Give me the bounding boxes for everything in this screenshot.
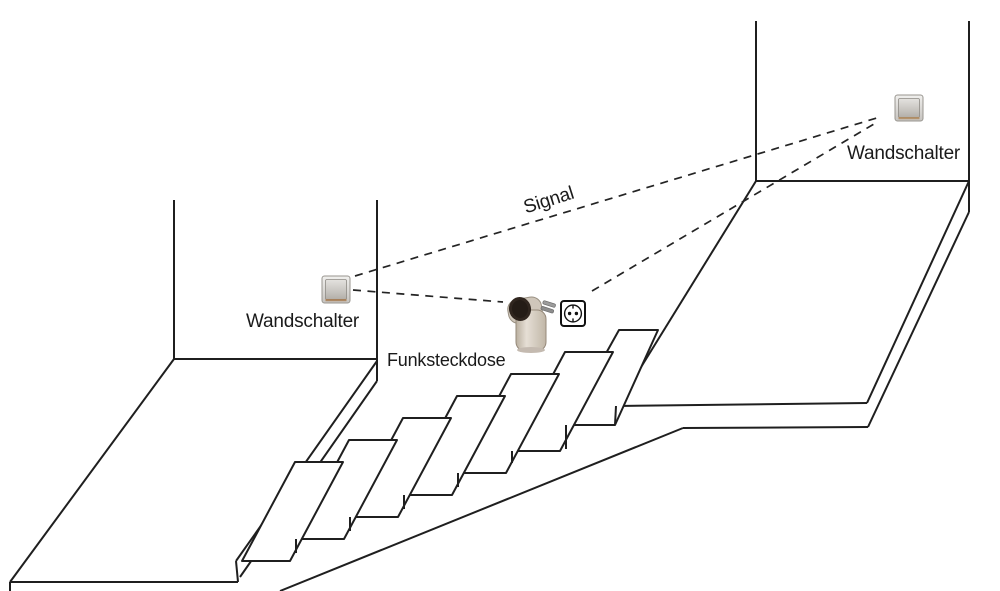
- signal-line-switch-to-switch: [354, 116, 881, 277]
- step-risers: [295, 405, 617, 553]
- signal-line-socket-to-switch: [591, 123, 875, 292]
- wall-switch-photo-upper: [894, 94, 924, 122]
- label-wall-switch-upper: Wandschalter: [847, 143, 961, 164]
- label-wall-switch-lower: Wandschalter: [246, 311, 360, 332]
- plug-pins: [540, 300, 556, 314]
- lower-wall-corner: [173, 200, 378, 381]
- stair-stringer-edge: [279, 427, 684, 591]
- step-1: [241, 461, 344, 562]
- radio-plug-photo: [507, 296, 556, 353]
- label-funksteckdose: Funksteckdose: [387, 350, 506, 370]
- signal-line-switch-to-plug: [352, 289, 504, 303]
- signal-lines: [352, 116, 881, 303]
- schuko-socket-icon: [560, 300, 586, 327]
- stair-steps: [241, 329, 659, 562]
- wall-switch-photo-lower: [321, 275, 351, 304]
- upper-wall-corner: [755, 21, 970, 212]
